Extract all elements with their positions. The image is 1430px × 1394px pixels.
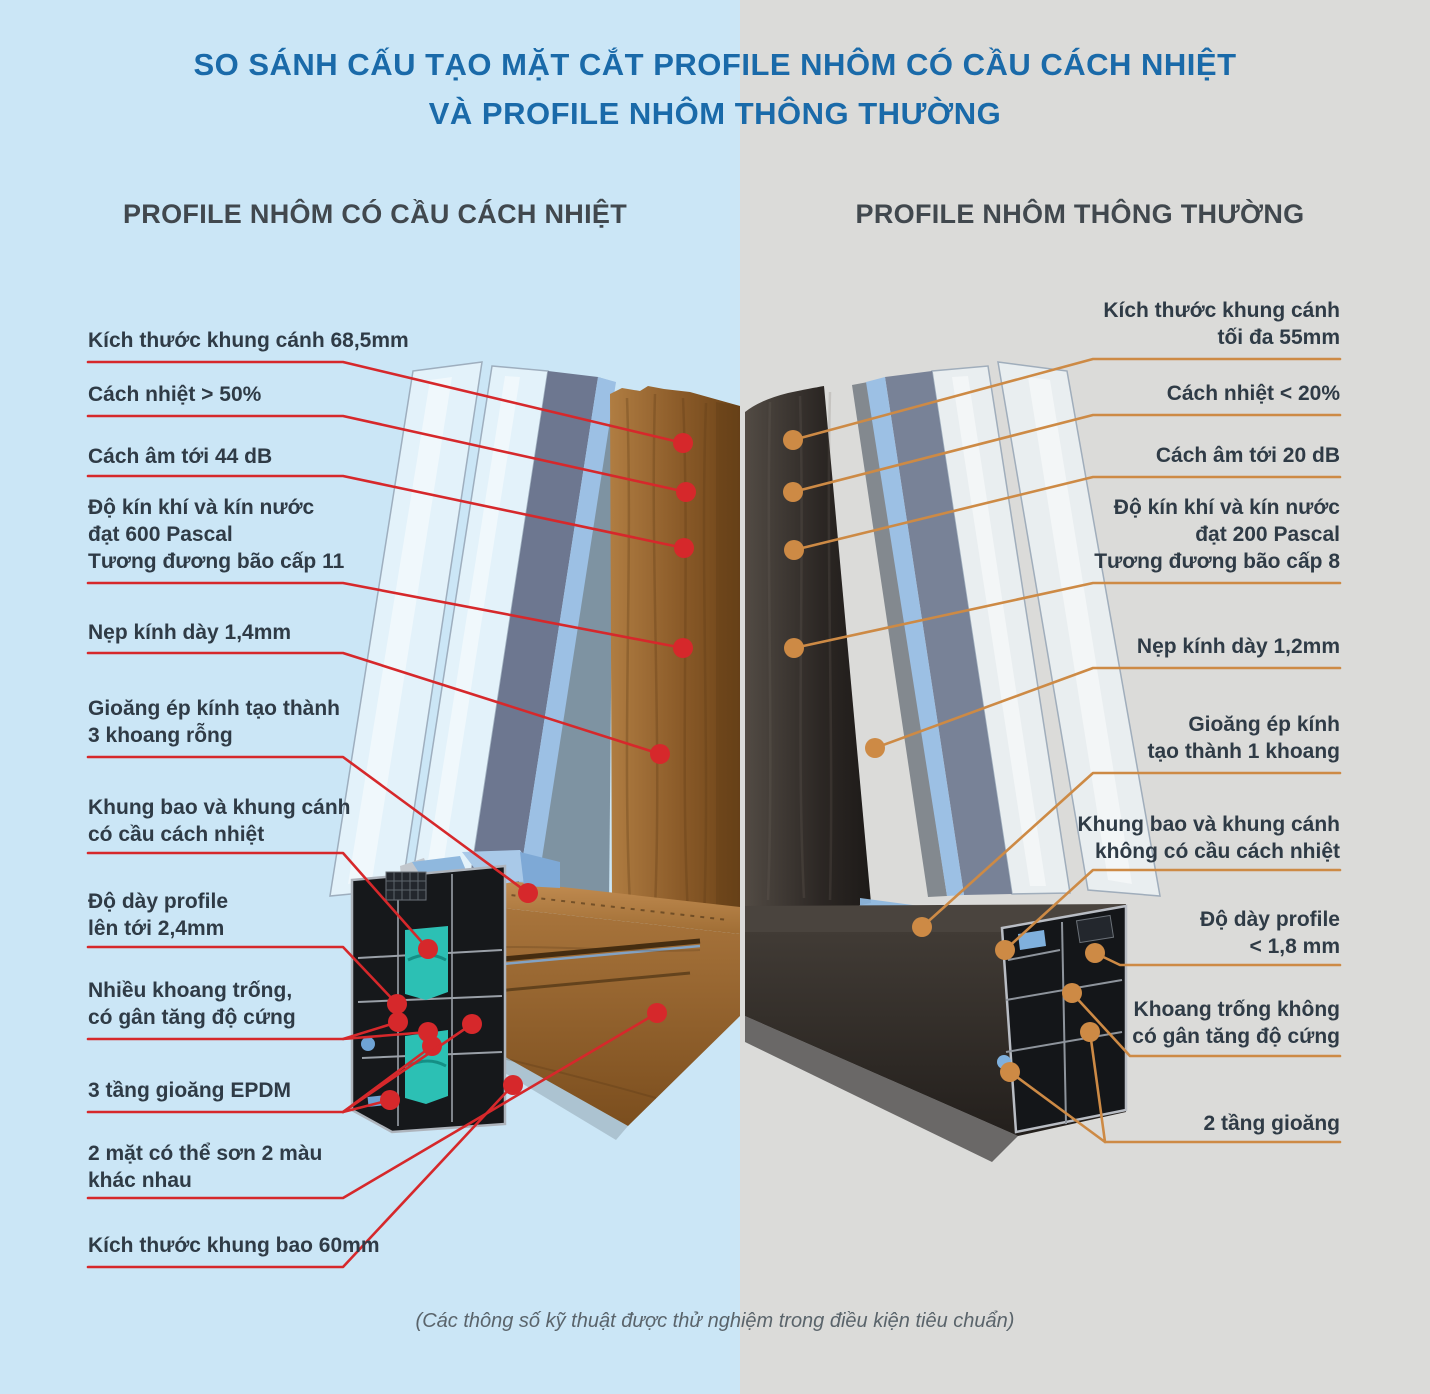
right-hardware-block <box>1075 914 1115 944</box>
right-sill-under-shadow <box>745 1016 1018 1162</box>
right-leader-lines <box>783 357 1342 1144</box>
spec-label-left-epdm-gaskets: 3 tầng gioăng EPDM <box>88 1079 292 1102</box>
right-glass-spacer <box>885 371 1012 895</box>
spec-label-right-glass-gasket: Gioăng ép kính tạo thành 1 khoang <box>1147 713 1340 763</box>
spec-label-left-glazing-bead: Nẹp kính dày 1,4mm <box>88 621 292 644</box>
spec-label-right-chambers: Khoang trống không có gân tăng độ cứng <box>1132 998 1340 1048</box>
right-blue-gasket-strip <box>866 377 964 896</box>
spec-label-right-sash-size: Kích thước khung cánh tối đa 55mm <box>1103 299 1340 349</box>
footnote: (Các thông số kỹ thuật được thử nghiệm t… <box>415 1310 1015 1332</box>
left-blue-gasket-strip <box>517 377 616 897</box>
left-wood-grain <box>625 393 708 921</box>
left-gasket-blob-3 <box>520 852 560 888</box>
right-inner-glass-highlight <box>952 376 1046 886</box>
left-leader-lines <box>86 360 696 1269</box>
right-dark-jamb <box>745 386 871 929</box>
spec-label-left-soundproof: Cách âm tới 44 dB <box>88 445 273 468</box>
spec-label-right-no-thermal: Khung bao và khung cánh không có cầu các… <box>1077 813 1340 863</box>
left-epdm-gasket-bit-1 <box>361 1037 375 1051</box>
page-title-line2: VÀ PROFILE NHÔM THÔNG THƯỜNG <box>428 96 1002 131</box>
spec-label-left-sash-size: Kích thước khung cánh 68,5mm <box>88 329 409 352</box>
right-shadow-gap <box>852 382 947 897</box>
spec-label-left-two-colors: 2 mặt có thể sơn 2 màu khác nhau <box>88 1142 323 1192</box>
right-profile-illustration <box>745 361 1161 1162</box>
right-outer-glass-pane <box>997 361 1161 897</box>
left-hardware-grid <box>386 872 426 900</box>
spec-label-left-airtight: Độ kín khí và kín nước đạt 600 Pascal Tư… <box>88 496 345 573</box>
spec-label-right-airtight: Độ kín khí và kín nước đạt 200 Pascal Tư… <box>1094 496 1340 573</box>
page-title-line1: SO SÁNH CẤU TẠO MẶT CẮT PROFILE NHÔM CÓ … <box>193 47 1237 82</box>
left-profile-illustration <box>329 361 740 1140</box>
spec-label-right-soundproof: Cách âm tới 20 dB <box>1155 444 1340 467</box>
right-outer-glass-highlight <box>1028 377 1132 884</box>
spec-label-right-thickness: Độ dày profile < 1,8 mm <box>1199 908 1340 958</box>
spec-label-left-thickness: Độ dày profile lên tới 2,4mm <box>88 890 229 940</box>
left-glass-spacer <box>468 371 598 895</box>
right-gasket-bit-top <box>1018 930 1046 950</box>
spec-label-right-insulation: Cách nhiệt < 20% <box>1166 382 1340 405</box>
left-hardware-block <box>385 871 427 901</box>
spec-label-left-chambers: Nhiều khoang trống, có gân tăng độ cứng <box>88 979 296 1029</box>
left-thermal-break-upper <box>405 926 448 1000</box>
page-title: SO SÁNH CẤU TẠO MẶT CẮT PROFILE NHÔM CÓ … <box>0 40 1430 138</box>
spec-label-left-thermal-bridge: Khung bao và khung cánh có cầu cách nhiệ… <box>88 796 351 846</box>
right-section-header: PROFILE NHÔM THÔNG THƯỜNG <box>855 199 1305 229</box>
spec-label-right-glazing-bead: Nẹp kính dày 1,2mm <box>1136 635 1340 658</box>
spec-label-right-two-gaskets: 2 tầng gioăng <box>1203 1112 1341 1135</box>
left-outer-glass-highlight <box>348 377 452 884</box>
spec-label-left-frame-size: Kích thước khung bao 60mm <box>88 1234 380 1257</box>
spec-label-left-glass-gasket: Gioăng ép kính tạo thành 3 khoang rỗng <box>88 697 340 747</box>
left-wood-jamb <box>610 386 740 930</box>
left-wood-jamb-edge <box>716 402 740 930</box>
spec-label-left-insulation: Cách nhiệt > 50% <box>88 383 262 406</box>
left-section-header: PROFILE NHÔM CÓ CẦU CÁCH NHIỆT <box>123 199 627 229</box>
left-inner-glass-highlight <box>424 376 520 886</box>
